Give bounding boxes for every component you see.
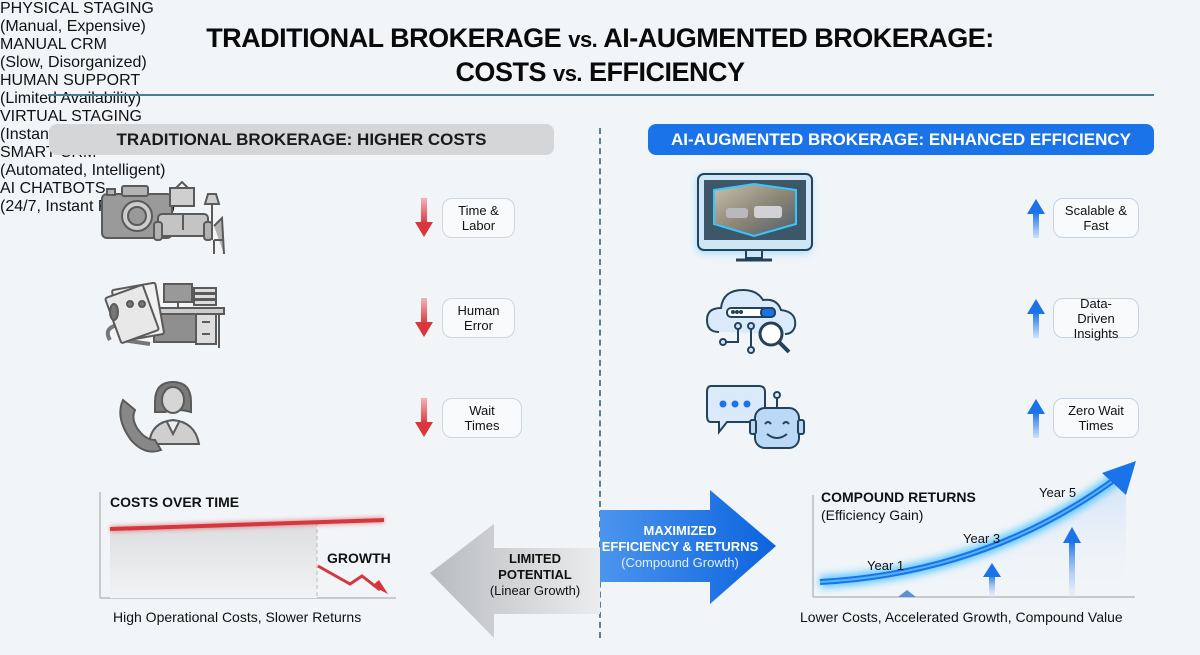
chart-caption: High Operational Costs, Slower Returns (113, 609, 362, 625)
chart-subtitle: (Efficiency Gain) (821, 507, 924, 523)
item-title: VIRTUAL STAGING (0, 108, 142, 125)
monitor-virtual-room-icon (696, 173, 813, 262)
chat-robot-icon (706, 385, 805, 449)
down-arrow-icon (415, 398, 433, 437)
year-label: Year 1 (867, 558, 905, 573)
badge-line: Human (457, 303, 500, 318)
up-arrow-icon (1027, 299, 1045, 338)
center-divider (599, 128, 601, 638)
compound-chart-graphic (812, 461, 1136, 598)
rolodex-desk-icon (104, 282, 225, 348)
growth-label: GROWTH (327, 550, 391, 566)
item-title: HUMAN SUPPORT (0, 72, 141, 89)
chart-caption: Lower Costs, Accelerated Growth, Compoun… (800, 609, 1123, 625)
badge-line: Fast (1083, 218, 1109, 233)
arrow-line: MAXIMIZED (643, 523, 717, 538)
arrow-line: (Compound Growth) (621, 555, 739, 570)
camera-furniture-icon (101, 180, 225, 255)
item-title: AI CHATBOTS (0, 180, 106, 197)
year-label: Year 5 (1039, 485, 1077, 500)
comparison-arrows (430, 490, 776, 638)
title-part: COSTS (455, 57, 553, 87)
item-subtitle: (Manual, Expensive) (0, 18, 146, 35)
chart-title: COSTS OVER TIME (110, 494, 240, 510)
right-blue-arrow (600, 490, 776, 604)
costs-chart-graphic (99, 492, 396, 599)
chart-title: COMPOUND RETURNS (821, 489, 976, 505)
item-subtitle: (Slow, Disorganized) (0, 54, 147, 71)
arrow-line: (Linear Growth) (489, 583, 581, 598)
up-arrow-icon (1027, 399, 1045, 438)
page-title: TRADITIONAL BROKERAGE vs. AI-AUGMENTED B… (0, 22, 1200, 90)
badge-line: Times (1078, 418, 1114, 433)
list-item: AI CHATBOTS (24/7, Instant Response) Zer… (0, 180, 1200, 449)
ai-header: AI-AUGMENTED BROKERAGE: ENHANCED EFFICIE… (648, 124, 1154, 155)
traditional-header: TRADITIONAL BROKERAGE: HIGHER COSTS (49, 124, 554, 155)
title-vs: vs. (552, 61, 583, 86)
trait-badge: Scalable &Fast (1053, 198, 1139, 238)
up-arrow-icon (1027, 199, 1045, 238)
arrow-line: EFFICIENCY & RETURNS (601, 539, 759, 554)
cloud-search-icon (705, 288, 797, 354)
list-item: PHYSICAL STAGING (Manual, Expensive) Tim… (0, 0, 1200, 255)
badge-line: Labor (461, 218, 496, 233)
badge-line: Insights (1073, 325, 1119, 341)
badge-line: Scalable & (1064, 203, 1128, 218)
badge-line: Wait Times (464, 403, 500, 433)
title-part: AI-AUGMENTED BROKERAGE: (597, 23, 994, 53)
phone-agent-icon (119, 380, 201, 453)
item-subtitle: (Automated, Intelligent) (0, 162, 166, 179)
item-title: PHYSICAL STAGING (0, 0, 154, 17)
down-arrow-icon (415, 198, 433, 237)
left-gray-arrow (430, 524, 600, 638)
item-subtitle: (Limited Availability) (0, 90, 142, 107)
list-item: HUMAN SUPPORT (Limited Availability) Wai… (0, 72, 1200, 453)
title-vs: vs. (568, 27, 598, 52)
badge-line: Zero Wait (1068, 403, 1124, 418)
down-arrow-icon (415, 298, 433, 337)
title-part: EFFICIENCY (582, 57, 745, 87)
badge-line: Data-Driven (1077, 295, 1115, 326)
trait-badge: Time &Labor (442, 198, 515, 238)
title-part: TRADITIONAL BROKERAGE (206, 23, 569, 53)
item-title: MANUAL CRM (0, 36, 107, 53)
limited-potential-label: LIMITED POTENTIAL (Linear Growth) (470, 551, 600, 599)
arrow-line: LIMITED (509, 551, 561, 566)
title-divider (48, 94, 1154, 96)
year-label: Year 3 (963, 531, 1001, 546)
list-item: SMART CRM (Automated, Intelligent) Data-… (0, 144, 1200, 354)
badge-line: Time & (458, 203, 499, 218)
trait-badge: Wait Times (442, 398, 522, 438)
maximized-efficiency-label: MAXIMIZED EFFICIENCY & RETURNS (Compound… (600, 523, 760, 571)
badge-line: Error (464, 318, 493, 333)
arrow-line: POTENTIAL (498, 567, 572, 582)
